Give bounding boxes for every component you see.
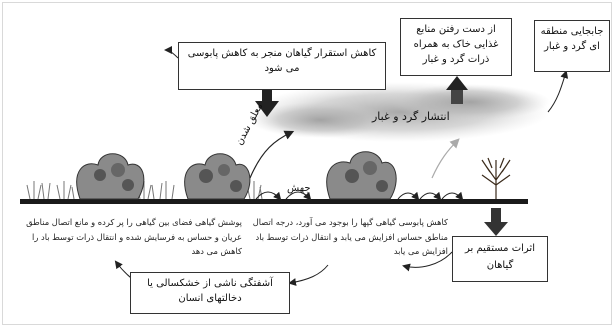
down-arrow-reduction xyxy=(255,89,279,117)
diagram-frame xyxy=(2,2,612,325)
box-nutrient-loss: از دست رفتن منابع غذایی خاک به همراه ذرا… xyxy=(400,18,512,76)
up-arrow-nutrient-loss xyxy=(446,76,468,104)
box-reduced-vegetation-text: کاهش استقرار گیاهان منجر به کاهش پابوسی … xyxy=(187,48,377,74)
suspension-arrow xyxy=(249,130,295,179)
box-reduced-vegetation: کاهش استقرار گیاهان منجر به کاهش پابوسی … xyxy=(178,42,386,90)
box-regional-dust: جابجایی منطقه ای گرد و غبار xyxy=(534,20,610,72)
box-direct-effects-text: اثرات مستقیم بر گیاهان xyxy=(465,243,535,271)
arrow-text-to-disturbance xyxy=(288,264,329,286)
arrow-regional-transport xyxy=(547,70,569,113)
saltation-arrows xyxy=(255,191,464,201)
shrub-2 xyxy=(184,153,251,200)
dust-rise-arrow xyxy=(431,138,460,179)
dust-cloud xyxy=(250,82,550,142)
dead-tree xyxy=(481,157,511,199)
down-arrow-direct-effects xyxy=(484,208,508,236)
box-disturbance: آشفتگی ناشی از خشکسالی یا دخالتهای انسان xyxy=(130,272,290,314)
paragraph-reduced-cover: کاهش پابوسی گیاهی گپها را بوجود می آورد،… xyxy=(252,217,448,256)
ground-line xyxy=(20,199,528,204)
paragraph-vegetation-cover: پوشش گیاهی فضای بین گیاهی را پر کرده و م… xyxy=(26,217,242,256)
box-regional-dust-text: جابجایی منطقه ای گرد و غبار xyxy=(540,26,604,52)
arrow-to-top-box xyxy=(164,46,179,59)
box-disturbance-text: آشفتگی ناشی از خشکسالی یا دخالتهای انسان xyxy=(147,278,273,304)
shrub-3 xyxy=(326,151,397,200)
shrub-1 xyxy=(76,153,145,200)
label-jump: جهش xyxy=(287,183,311,194)
box-direct-effects: اثرات مستقیم بر گیاهان xyxy=(452,236,548,282)
box-nutrient-loss-text: از دست رفتن منابع غذایی خاک به همراه ذرا… xyxy=(413,24,499,65)
arrow-effects-to-text xyxy=(402,251,453,272)
label-dust-spread: انتشار گرد و غبار xyxy=(372,110,450,123)
